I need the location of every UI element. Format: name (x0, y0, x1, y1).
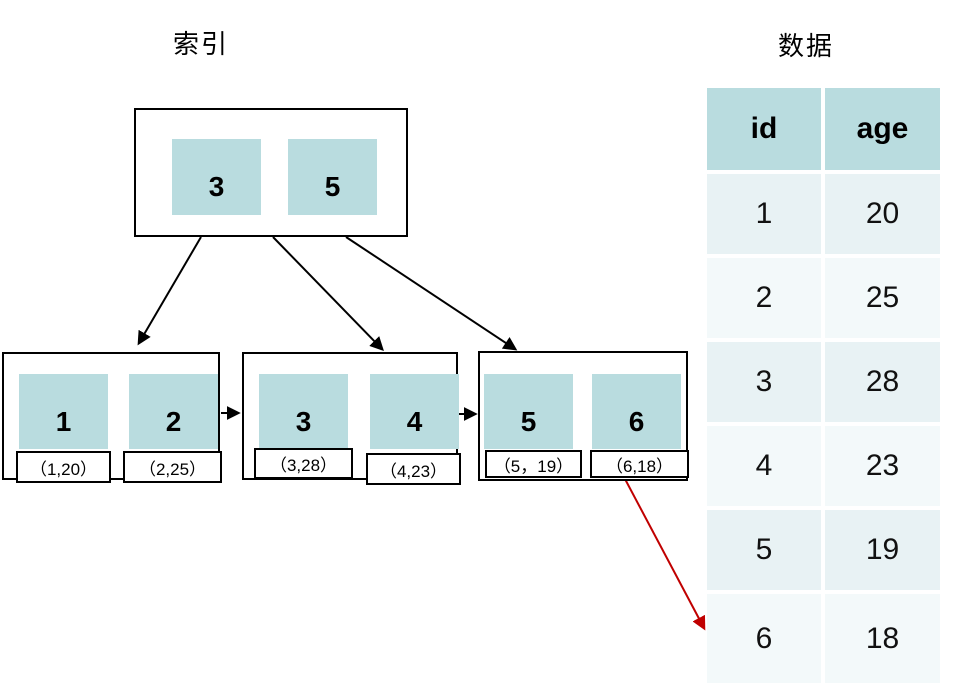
record-to-table-row-arrow (624, 478, 706, 631)
leaf2-record-box-1: （3,28） (254, 448, 353, 479)
table-cell-id-2: 2 (707, 258, 821, 338)
leaf3-record-box-1: （5，19） (485, 450, 582, 478)
index-section-title: 索引 (172, 30, 229, 60)
table-cell-id-4: 4 (707, 426, 821, 506)
leaf3-key-cell-1: 5 (484, 374, 573, 449)
root-to-leaf1-arrow (137, 236, 202, 346)
leaf1-record-box-2: （2,25） (123, 451, 222, 483)
leaf-node-2: 3 4 （3,28） （4,23） (242, 352, 461, 485)
root-to-leaf2-arrow (272, 236, 384, 352)
table-cell-id-1: 1 (707, 174, 821, 254)
data-table: id age 1 20 2 25 3 28 4 23 5 19 6 18 (707, 88, 940, 683)
table-cell-age-6: 18 (825, 594, 940, 683)
table-cell-age-2: 25 (825, 258, 940, 338)
leaf1-key-cell-1: 1 (19, 374, 108, 449)
leaf1-record-box-1: （1,20） (16, 451, 111, 483)
data-section-title: 数据 (777, 32, 834, 62)
leaf2-key-cell-1: 3 (259, 374, 348, 449)
root-key-cell-2: 5 (288, 139, 377, 215)
leaf1-key-cell-2: 2 (129, 374, 218, 449)
table-cell-age-3: 28 (825, 342, 940, 422)
leaf3-key-cell-2: 6 (592, 374, 681, 449)
root-to-leaf3-arrow (345, 236, 518, 351)
table-header-id: id (707, 88, 821, 170)
table-cell-age-5: 19 (825, 510, 940, 590)
leaf-node-1: 1 2 （1,20） （2,25） (2, 352, 222, 483)
leaf2-key-cell-2: 4 (370, 374, 459, 449)
leaf-node-3: 5 6 （5，19） （6,18） (478, 351, 689, 481)
table-cell-age-1: 20 (825, 174, 940, 254)
table-cell-id-5: 5 (707, 510, 821, 590)
root-key-cell-1: 3 (172, 139, 261, 215)
table-header-age: age (825, 88, 940, 170)
table-cell-age-4: 23 (825, 426, 940, 506)
leaf3-record-box-2: （6,18） (590, 450, 689, 478)
table-cell-id-3: 3 (707, 342, 821, 422)
root-node: 3 5 (134, 108, 408, 237)
table-cell-id-6: 6 (707, 594, 821, 683)
leaf2-record-box-2: （4,23） (366, 453, 461, 485)
